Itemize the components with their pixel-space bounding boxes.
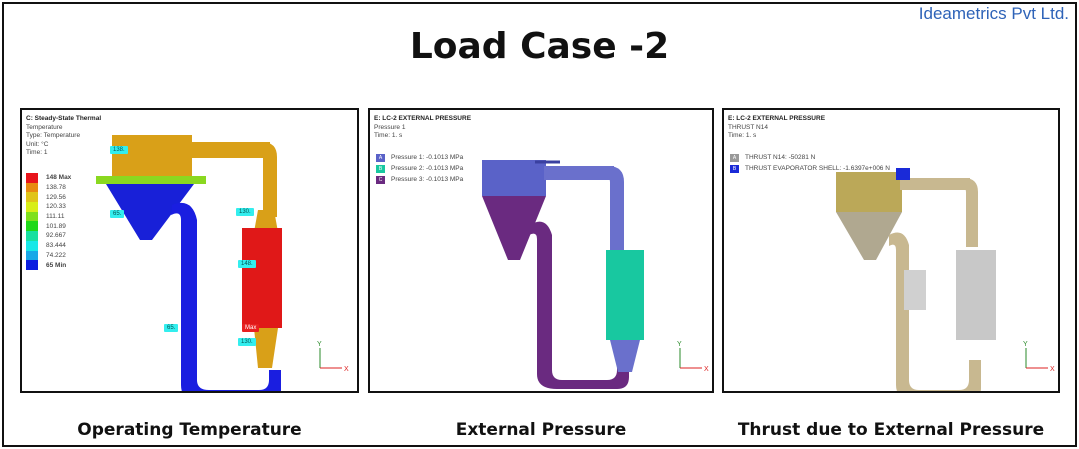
legend-key: B: [376, 164, 385, 173]
legend-swatch: [26, 221, 38, 232]
legend-key: C: [376, 175, 385, 184]
legend-item: 138.78: [26, 182, 71, 193]
legend-label: Pressure 3: -0.1013 MPa: [391, 176, 464, 183]
legend-item: 120.33: [26, 202, 71, 212]
legend-label: 101.89: [46, 222, 66, 230]
axis-triad-icon: YX: [317, 341, 349, 373]
brand-label: Ideametrics Pvt Ltd.: [918, 4, 1069, 23]
legend-label: 111.11: [46, 213, 65, 221]
svg-text:Y: Y: [317, 341, 322, 348]
legend-item: 129.56: [26, 192, 71, 203]
legend-item: A Pressure 1: -0.1013 MPa: [376, 152, 463, 163]
legend-swatch: [26, 192, 38, 203]
probe-label: 148.: [238, 260, 256, 268]
probe-label-max: Max: [242, 324, 260, 332]
axis-triad-icon: YX: [677, 341, 709, 373]
legend-swatch: [26, 173, 38, 183]
legend-label: 74.222: [46, 251, 66, 259]
legend-item: 83.444: [26, 240, 71, 251]
svg-text:X: X: [1050, 366, 1055, 373]
legend-item: 111.11: [26, 211, 71, 222]
probe-label: 130.: [236, 208, 254, 216]
legend-swatch: [26, 250, 38, 261]
legend-key: A: [376, 153, 385, 162]
legend-swatch: [26, 202, 38, 212]
legend-item: C Pressure 3: -0.1013 MPa: [376, 174, 463, 185]
legend-label: 138.78: [46, 184, 66, 192]
legend-item: 65 Min: [26, 260, 71, 270]
slide-title: Load Case -2: [409, 26, 670, 67]
legend-label: Pressure 2: -0.1013 MPa: [391, 165, 464, 172]
legend-item: 101.89: [26, 221, 71, 232]
probe-label: 130.: [238, 338, 256, 346]
caption-external-pressure: External Pressure: [455, 420, 627, 440]
legend-label: 148 Max: [46, 174, 72, 182]
thrust-model-image: YX: [836, 168, 1055, 391]
thermal-model-image: YX: [96, 135, 349, 391]
probe-label: 138.: [110, 146, 128, 154]
svg-text:X: X: [344, 366, 349, 373]
probe-label: 65.: [164, 324, 179, 332]
legend-label: 120.33: [46, 203, 66, 211]
legend-item: 92.667: [26, 231, 71, 241]
legend-key: B: [730, 164, 739, 173]
legend-label: THRUST N14: -50281 N: [745, 154, 816, 161]
svg-text:Y: Y: [677, 341, 682, 348]
probe-label: 65.: [110, 210, 125, 218]
thrust-legend: A THRUST N14: -50281 N B THRUST EVAPORATOR …: [730, 152, 890, 174]
caption-operating-temperature: Operating Temperature: [77, 420, 302, 440]
legend-swatch: [26, 260, 38, 270]
legend-item: 74.222: [26, 250, 71, 261]
legend-swatch: [26, 211, 38, 222]
axis-triad-icon: YX: [1023, 341, 1055, 373]
legend-item: B Pressure 2: -0.1013 MPa: [376, 163, 463, 174]
legend-swatch: [26, 182, 38, 193]
legend-swatch: [26, 240, 38, 251]
legend-label: Pressure 1: -0.1013 MPa: [391, 154, 464, 161]
legend-label: 129.56: [46, 193, 66, 201]
legend-label: 83.444: [46, 242, 66, 250]
svg-text:X: X: [704, 366, 709, 373]
legend-label: THRUST EVAPORATOR SHELL: -1.6397e+006 N: [745, 165, 890, 172]
legend-item: A THRUST N14: -50281 N: [730, 152, 890, 163]
pressure-model-image: YX: [482, 160, 709, 389]
legend-item: 148 Max: [26, 173, 71, 183]
legend-swatch: [26, 231, 38, 241]
svg-text:Y: Y: [1023, 341, 1028, 348]
legend-label: 65 Min: [46, 261, 67, 269]
legend-item: B THRUST EVAPORATOR SHELL: -1.6397e+006 N: [730, 163, 890, 174]
caption-thrust: Thrust due to External Pressure: [737, 420, 1045, 440]
legend-key: A: [730, 153, 739, 162]
legend-label: 92.667: [46, 232, 66, 240]
